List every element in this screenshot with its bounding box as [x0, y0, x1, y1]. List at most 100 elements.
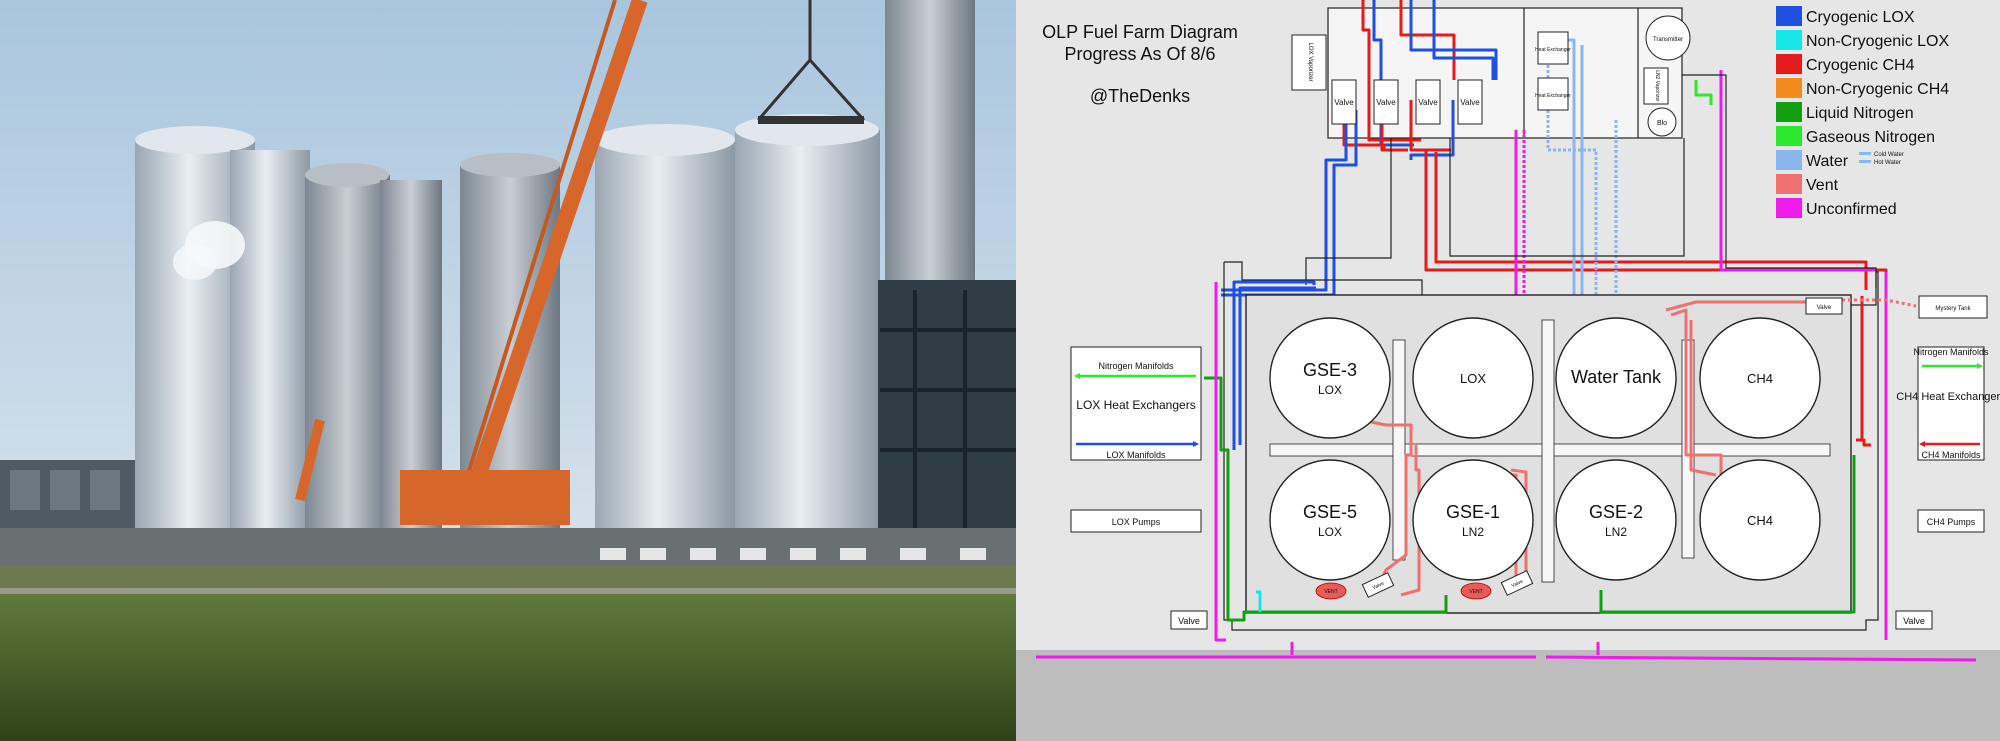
valve-small-label: Valve — [1817, 305, 1832, 311]
legend-label-8: Unconfirmed — [1806, 201, 1897, 218]
yard-outer-border — [1223, 261, 1879, 631]
legend-water-hot: Hot Water — [1874, 160, 1901, 166]
tank-circle-8 — [1699, 459, 1821, 581]
tank-farm-photo — [0, 0, 1016, 741]
tank-circle-3 — [1555, 317, 1677, 439]
vent-tag-1: VENT — [1315, 582, 1347, 600]
top-valve-2 — [1373, 79, 1399, 125]
top-heat-exchanger-2-label: Heat Exchanger — [1535, 93, 1571, 99]
transmitter-circle — [1645, 15, 1691, 61]
legend-swatch-8 — [1776, 198, 1802, 218]
ch4-heat-exchangers-label: CH4 Heat Exchangers — [1896, 391, 2000, 403]
diagram-title-line1: OLP Fuel Farm Diagram — [1042, 22, 1238, 42]
legend-label-7: Vent — [1806, 177, 1839, 194]
legend-water-cold: Cold Water — [1874, 152, 1904, 158]
valve-right-label: Valve — [1903, 616, 1925, 626]
legend-swatch-4 — [1776, 102, 1802, 122]
tank-name-5: GSE-5 — [1303, 502, 1357, 522]
valve-tag-2: Valve — [1500, 570, 1534, 596]
top-valve-3 — [1415, 79, 1441, 125]
ln2-vaporizer-label: LN2 Vaporizer — [1654, 70, 1660, 102]
legend-label-6: Water — [1806, 153, 1849, 170]
tank-sub-1: LOX — [1318, 383, 1342, 397]
blower-label: Blo — [1657, 120, 1667, 127]
valve-left-box — [1170, 610, 1208, 630]
ln2-vaporizer-box — [1643, 67, 1669, 105]
tank-sub-7: LN2 — [1605, 525, 1627, 539]
valve-small-box — [1805, 297, 1843, 315]
nitrogen-manifolds-right-label: Nitrogen Manifolds — [1913, 347, 1989, 357]
top-valve-2-label: Valve — [1376, 98, 1396, 107]
ch4-manifolds-label: CH4 Manifolds — [1921, 450, 1981, 460]
crane-boom — [462, 0, 648, 503]
diagram-title-line2: Progress As Of 8/6 — [1064, 44, 1215, 64]
transmitter-label: Transmitter — [1653, 37, 1683, 43]
svg-text:Valve: Valve — [1511, 579, 1525, 590]
tank-name-2: LOX — [1460, 371, 1486, 386]
fuel-farm-diagram: OLP Fuel Farm Diagram Progress As Of 8/6… — [1016, 0, 2000, 741]
legend-water-cold-swatch — [1859, 152, 1871, 155]
legend-label-3: Non-Cryogenic CH4 — [1806, 81, 1949, 98]
svg-text:VENT: VENT — [1469, 589, 1482, 595]
tank-name-6: GSE-1 — [1446, 502, 1500, 522]
top-heat-exchanger-1 — [1537, 31, 1569, 65]
mystery-tank-box — [1918, 295, 1988, 319]
svg-text:VENT: VENT — [1324, 589, 1337, 595]
legend-label-5: Gaseous Nitrogen — [1806, 129, 1935, 146]
tank-circle-5 — [1269, 459, 1391, 581]
lox-pumps-label: LOX Pumps — [1112, 517, 1161, 527]
tank-name-7: GSE-2 — [1589, 502, 1643, 522]
top-valve-1-label: Valve — [1334, 98, 1354, 107]
nitrogen-manifolds-left-label: Nitrogen Manifolds — [1098, 361, 1174, 371]
tank-name-1: GSE-3 — [1303, 360, 1357, 380]
top-valve-4 — [1457, 79, 1483, 125]
ch4-pumps-label: CH4 Pumps — [1927, 517, 1976, 527]
legend-swatch-1 — [1776, 30, 1802, 50]
tank-circle-1 — [1269, 317, 1391, 439]
legend-label-0: Cryogenic LOX — [1806, 9, 1915, 26]
vent-tag-2: VENT — [1460, 582, 1492, 600]
lox-vaporizer-label: LOX Vaporizer — [1307, 43, 1313, 82]
top-valve-3-label: Valve — [1418, 98, 1438, 107]
legend-swatch-0 — [1776, 6, 1802, 26]
legend-label-4: Liquid Nitrogen — [1806, 105, 1914, 122]
tank-circle-4 — [1699, 317, 1821, 439]
top-heat-exchanger-2 — [1537, 77, 1569, 111]
tank-name-4: CH4 — [1747, 371, 1773, 386]
valve-left-label: Valve — [1178, 616, 1200, 626]
crane-base — [400, 470, 570, 525]
top-valve-1 — [1331, 79, 1357, 125]
tank-name-3: Water Tank — [1571, 367, 1662, 387]
legend-swatch-6 — [1776, 150, 1802, 170]
lox-pumps-box — [1070, 509, 1202, 533]
lox-manifolds-label: LOX Manifolds — [1106, 450, 1166, 460]
lox-vaporizer-box — [1291, 34, 1327, 91]
tank-circle-6 — [1412, 459, 1534, 581]
diagram-author: @TheDenks — [1090, 86, 1190, 106]
tank-3 — [305, 175, 390, 530]
valve-right-box — [1895, 610, 1933, 630]
legend-label-1: Non-Cryogenic LOX — [1806, 33, 1950, 50]
legend-swatch-2 — [1776, 54, 1802, 74]
tank-sub-5: LOX — [1318, 525, 1342, 539]
legend-swatch-3 — [1776, 78, 1802, 98]
tank-2 — [230, 150, 310, 530]
tank-sub-6: LN2 — [1462, 525, 1484, 539]
legend-swatch-5 — [1776, 126, 1802, 146]
legend-water-hot-swatch — [1859, 160, 1871, 163]
mystery-tank-label: Mystery Tank — [1935, 306, 1971, 312]
top-valve-4-label: Valve — [1460, 98, 1480, 107]
blower-circle — [1647, 107, 1677, 137]
top-heat-exchanger-1-label: Heat Exchanger — [1535, 47, 1571, 53]
legend-label-2: Cryogenic CH4 — [1806, 57, 1915, 74]
tank-name-8: CH4 — [1747, 513, 1773, 528]
legend: Cryogenic LOX Non-Cryogenic LOX Cryogenic … — [1776, 6, 1950, 218]
lox-heat-exchangers-box — [1070, 346, 1202, 461]
tank-circle-7 — [1555, 459, 1677, 581]
lox-heat-exchangers-label: LOX Heat Exchangers — [1076, 398, 1195, 412]
svg-text:Valve: Valve — [1372, 581, 1386, 592]
tank-7 — [735, 130, 880, 535]
tank-6 — [595, 140, 735, 535]
legend-swatch-7 — [1776, 174, 1802, 194]
tank-circle-2 — [1412, 317, 1534, 439]
